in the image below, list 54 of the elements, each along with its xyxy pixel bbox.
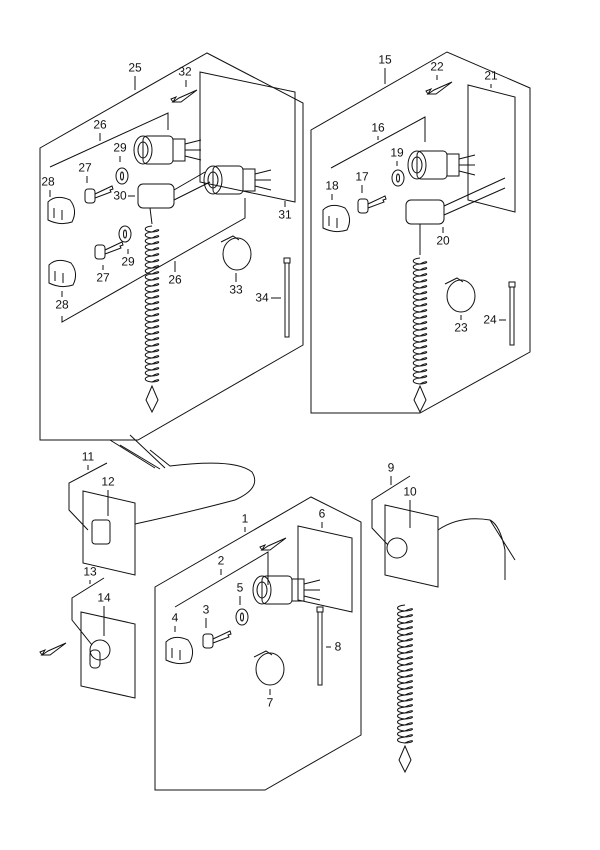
callout-number: 29 xyxy=(121,256,135,268)
callout-number: 20 xyxy=(436,234,450,248)
callout-number: 16 xyxy=(371,122,385,134)
callout-number: 2 xyxy=(218,554,224,568)
callout-number: 22 xyxy=(430,60,444,74)
leader-line xyxy=(174,626,176,632)
leader-line xyxy=(244,526,246,532)
callout-number: 33 xyxy=(229,284,243,296)
callout-number: 32 xyxy=(178,66,192,78)
callout-number: 9 xyxy=(388,462,394,474)
callout-number: 7 xyxy=(266,696,274,710)
callout-number: 28 xyxy=(41,176,55,188)
callout-number: 8 xyxy=(334,640,342,654)
callout-number: 1 xyxy=(242,512,248,526)
callout-number: 17 xyxy=(355,170,369,184)
leader-line xyxy=(174,260,176,272)
callout-number: 4 xyxy=(172,612,178,624)
callout-number: 11 xyxy=(82,450,94,464)
callout-number: 30 xyxy=(113,190,127,202)
leader-line xyxy=(390,476,392,486)
callout-number: 14 xyxy=(97,592,111,604)
callout-number: 28 xyxy=(55,298,69,312)
leader-line xyxy=(384,68,386,84)
leader-line xyxy=(220,568,222,576)
callout-number: 25 xyxy=(128,62,142,74)
leader-line xyxy=(442,226,444,234)
callout-number: 23 xyxy=(454,322,468,334)
leader-line xyxy=(326,646,332,648)
leader-line xyxy=(284,200,286,208)
callout-number: 24 xyxy=(483,314,497,326)
leader-line xyxy=(86,176,88,184)
callout-number: 29 xyxy=(113,142,127,154)
callout-number: 12 xyxy=(101,476,115,488)
callout-number: 26 xyxy=(93,118,107,132)
callout-number: 18 xyxy=(325,180,339,192)
leader-line xyxy=(490,84,492,88)
callout-number: 26 xyxy=(168,274,182,286)
callout-number: 15 xyxy=(378,54,392,66)
leader-line xyxy=(436,74,438,80)
callout-number: 27 xyxy=(78,162,92,174)
leader-line xyxy=(102,264,104,270)
callout-number: 19 xyxy=(390,146,404,160)
callout-number: 5 xyxy=(236,582,244,594)
callout-number: 10 xyxy=(403,486,417,498)
leader-line xyxy=(396,160,398,166)
callout-number: 34 xyxy=(255,292,269,304)
callout-number: 31 xyxy=(278,208,292,222)
callout-number: 21 xyxy=(484,70,498,82)
callout-number: 3 xyxy=(202,604,210,616)
callout-number: 6 xyxy=(318,508,326,520)
leader-line xyxy=(460,314,462,320)
callout-number: 13 xyxy=(83,566,97,578)
leader-line xyxy=(134,76,136,90)
callout-number: 27 xyxy=(96,272,110,284)
